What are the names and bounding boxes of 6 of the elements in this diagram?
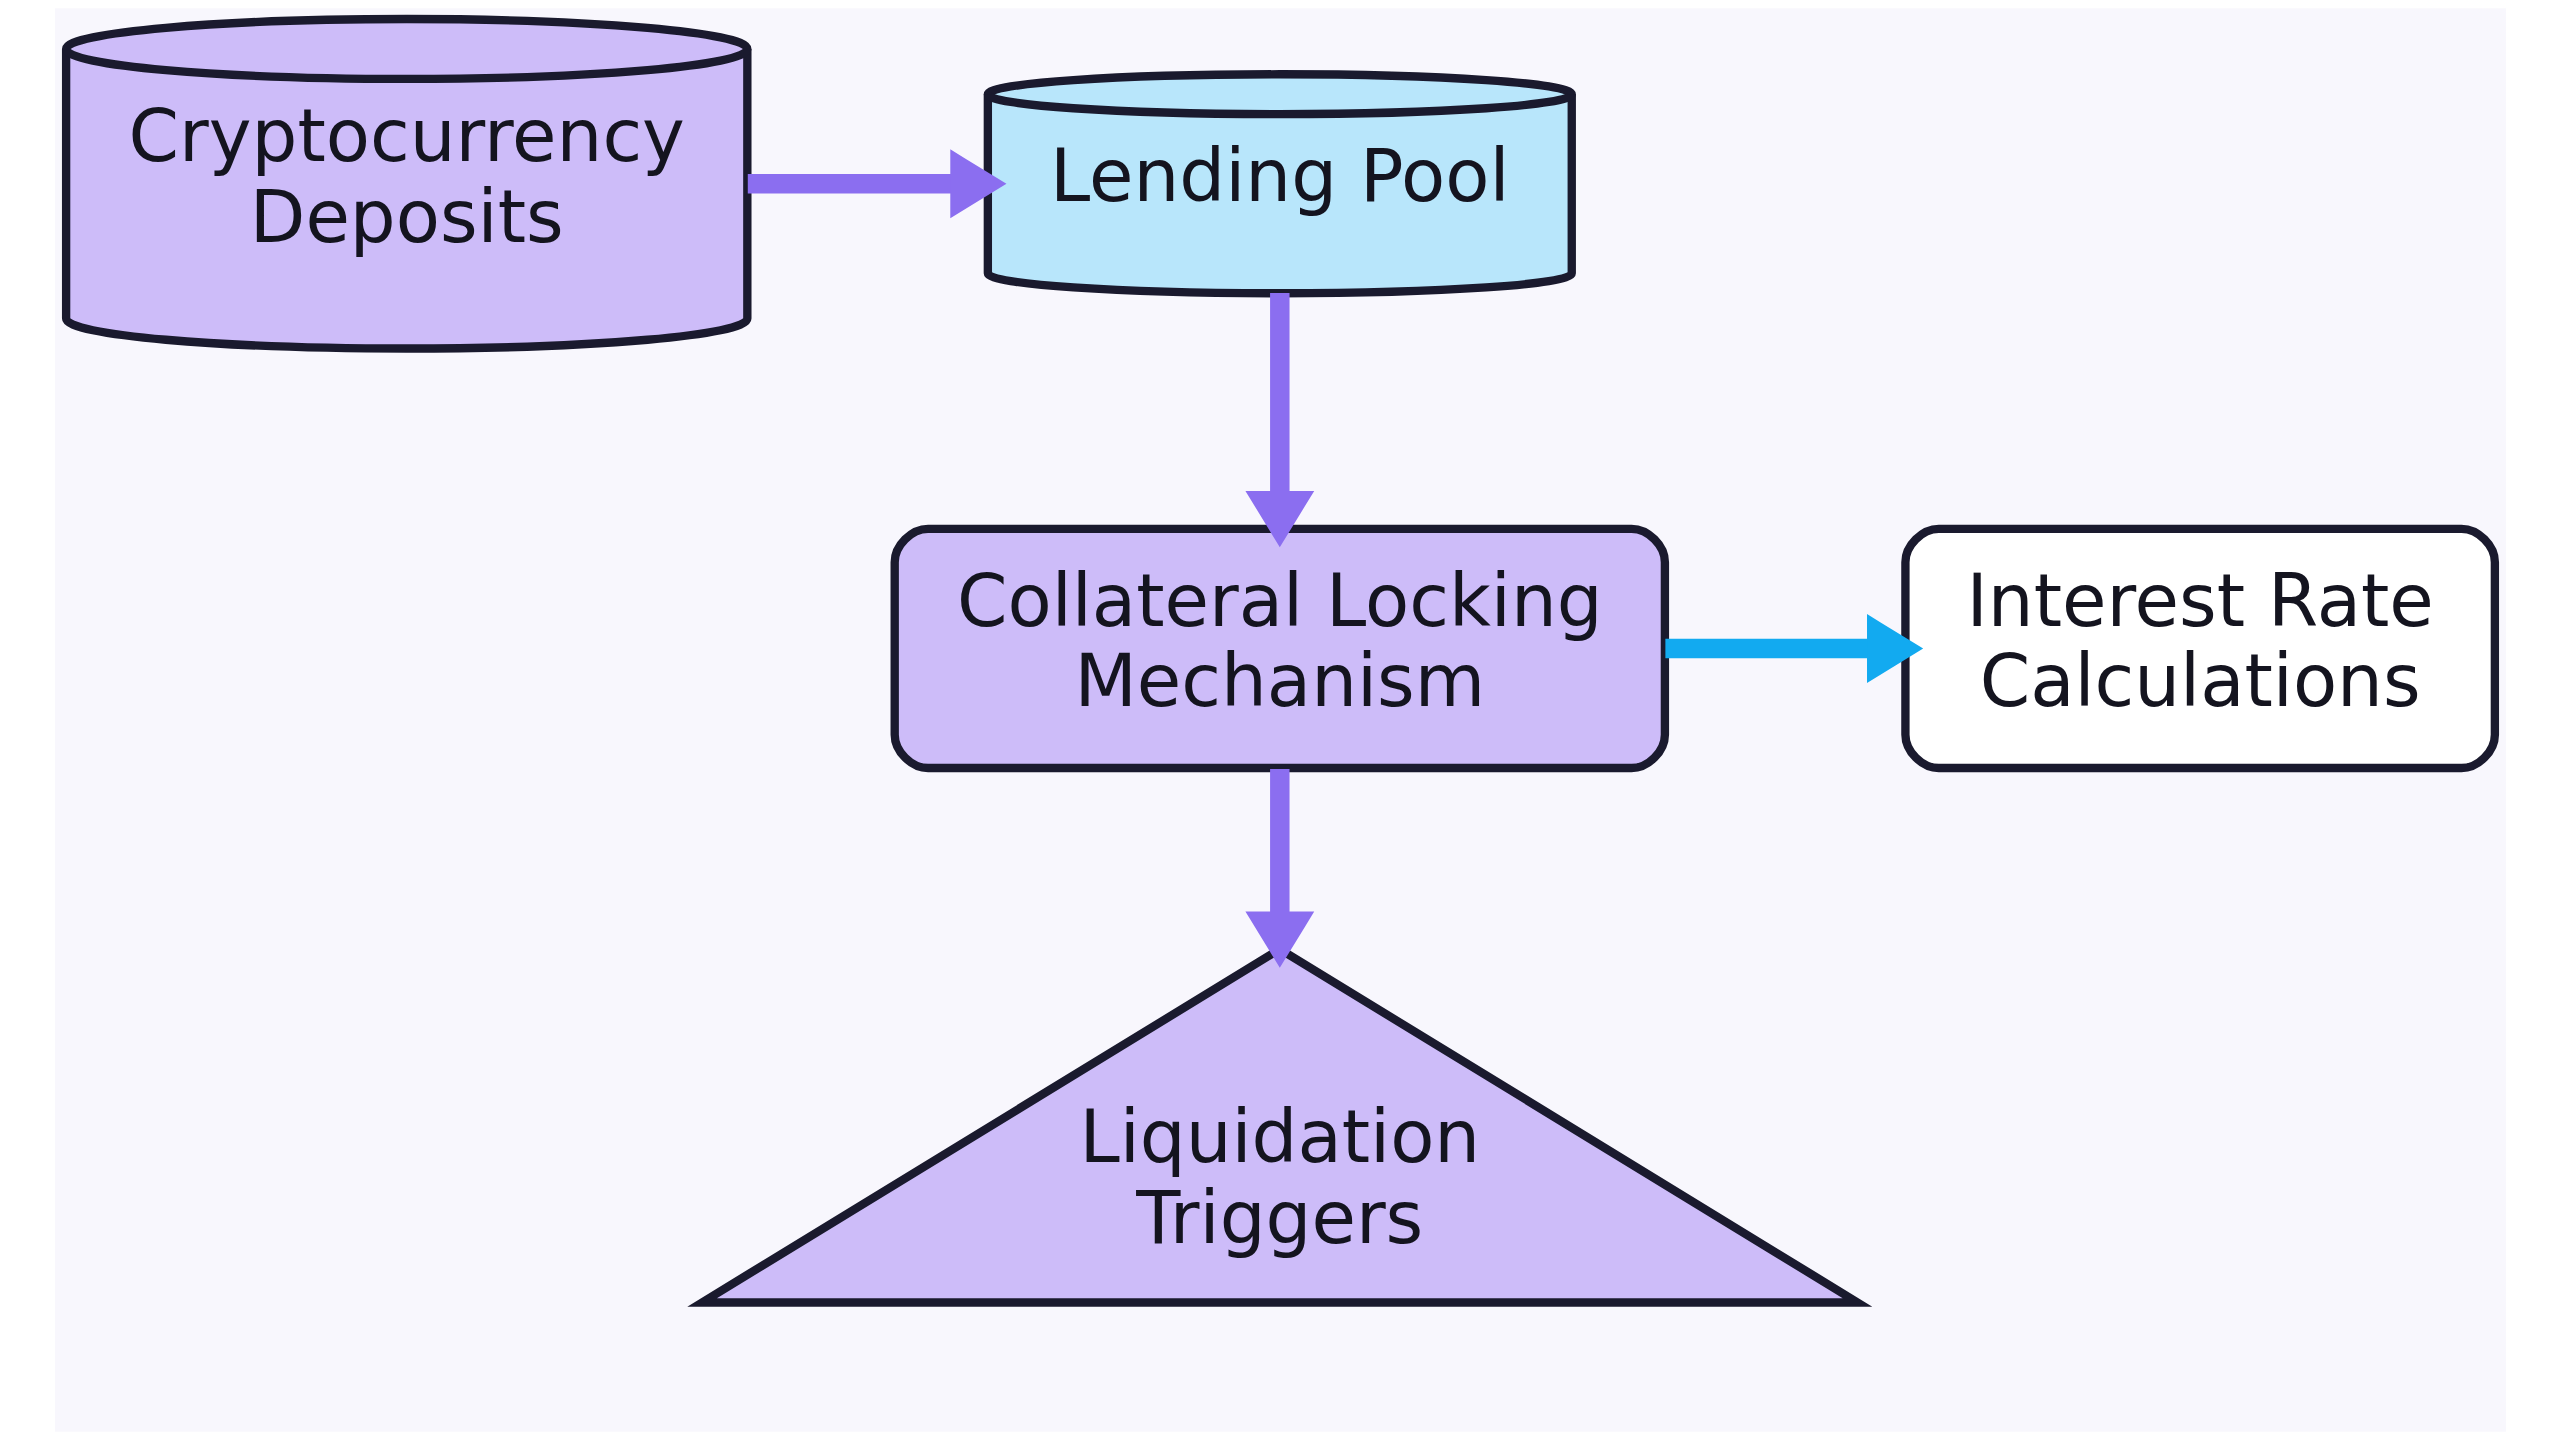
- arrow: [1244, 293, 1314, 548]
- arrow: [747, 149, 1006, 219]
- arrow: [1664, 614, 1923, 683]
- arrow: [1244, 769, 1314, 968]
- node-box: Collateral Locking Mechanism: [890, 524, 1669, 773]
- node-box: Interest Rate Calculations: [1900, 524, 2499, 773]
